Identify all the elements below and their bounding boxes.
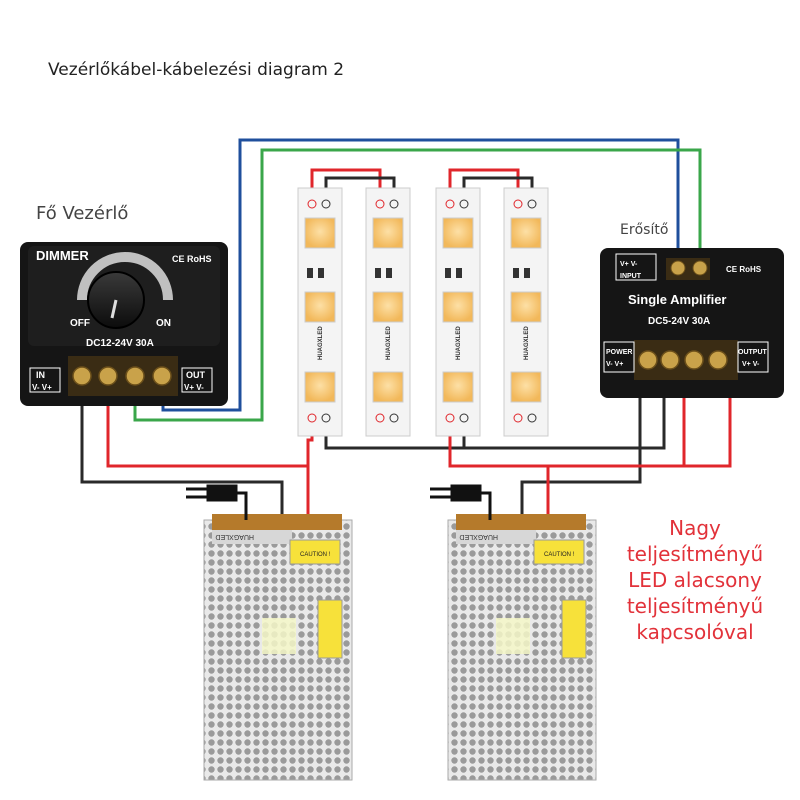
- amp-input-screws: [670, 260, 708, 276]
- dimmer-rating: DC12-24V 30A: [86, 338, 154, 349]
- dimmer-terminal-screws: [72, 366, 172, 386]
- note-text: Nagy teljesítményű LED alacsony teljesít…: [600, 515, 790, 645]
- mains-plug-2: [430, 484, 492, 520]
- led-strips: [297, 187, 549, 437]
- led-strip-3-brand: HUAGXLED: [456, 326, 462, 360]
- signal-wire-green: [133, 148, 702, 422]
- dimmer-knob-pointer: [110, 299, 118, 319]
- led-strip-3: [435, 187, 481, 437]
- led-strip-4: [503, 187, 549, 437]
- strip-link-red-a: [310, 168, 382, 198]
- note-line: Nagy: [669, 516, 721, 540]
- led-strip-4-brand: HUAGXLED: [524, 326, 530, 360]
- dimmer-in-pins: V- V+: [32, 383, 52, 392]
- dimmer-marks: CE RoHS: [172, 254, 212, 264]
- dimmer-in-black-wire: [80, 395, 284, 530]
- dimmer-in-label: IN: [36, 370, 45, 380]
- dimmer-out-pins: V+ V-: [184, 383, 204, 392]
- led-strip-1: [297, 187, 343, 437]
- signal-wire-blue: [161, 138, 680, 412]
- dimmer-scale-arc: [77, 252, 173, 301]
- psu-1-brand: HUAGXLED: [215, 533, 254, 540]
- note-line: teljesítményű: [626, 594, 764, 618]
- amplifier: [600, 248, 784, 398]
- amp-output-pins: V+ V-: [742, 361, 760, 368]
- amp-power-pins: V- V+: [606, 361, 623, 368]
- amp-input-label: INPUT: [620, 273, 642, 280]
- psu-2-caution: CAUTION !: [544, 552, 575, 558]
- dimmer-out-label: OUT: [186, 370, 206, 380]
- amp-rating: DC5-24V 30A: [648, 316, 710, 327]
- amplifier-label: Erősítő: [620, 222, 669, 238]
- mains-plug-1: [186, 484, 248, 520]
- note-line: teljesítményű: [626, 542, 764, 566]
- led-strip-2-brand: HUAGXLED: [386, 326, 392, 360]
- dimmer-in-red-wire: [106, 395, 310, 530]
- power-supply-2: [447, 514, 597, 781]
- amp-output-screws: [638, 350, 728, 370]
- led-strip-1-brand: HUAGXLED: [318, 326, 324, 360]
- led-strip-brand-labels: HUAGXLED HUAGXLED HUAGXLED HUAGXLED: [318, 326, 530, 360]
- main-controller: [20, 242, 228, 406]
- amp-power-black-wire: [520, 374, 642, 530]
- strip-link-red-b: [448, 168, 520, 198]
- led-strip-2: [365, 187, 411, 437]
- amp-name: Single Amplifier: [628, 292, 726, 307]
- power-supply-1: [203, 514, 353, 781]
- amp-output-label: OUTPUT: [738, 349, 768, 356]
- diagram-title: Vezérlőkábel-kábelezési diagram 2: [48, 60, 345, 80]
- amp-power-label: POWER: [606, 349, 632, 356]
- dimmer-on-label: ON: [156, 318, 171, 329]
- amp-input-pins: V+ V-: [620, 261, 638, 268]
- amp-power-red-wire: [546, 374, 732, 530]
- note-line: LED alacsony: [628, 568, 762, 592]
- psu-1-caution: CAUTION !: [300, 552, 331, 558]
- dimmer-off-label: OFF: [70, 318, 90, 329]
- amp-marks: CE RoHS: [726, 265, 762, 274]
- main-controller-label: Fő Vezérlő: [36, 203, 129, 224]
- psu-2-brand: HUAGXLED: [459, 533, 498, 540]
- note-line: kapcsolóval: [636, 620, 754, 644]
- dimmer-brand: DIMMER: [36, 248, 89, 263]
